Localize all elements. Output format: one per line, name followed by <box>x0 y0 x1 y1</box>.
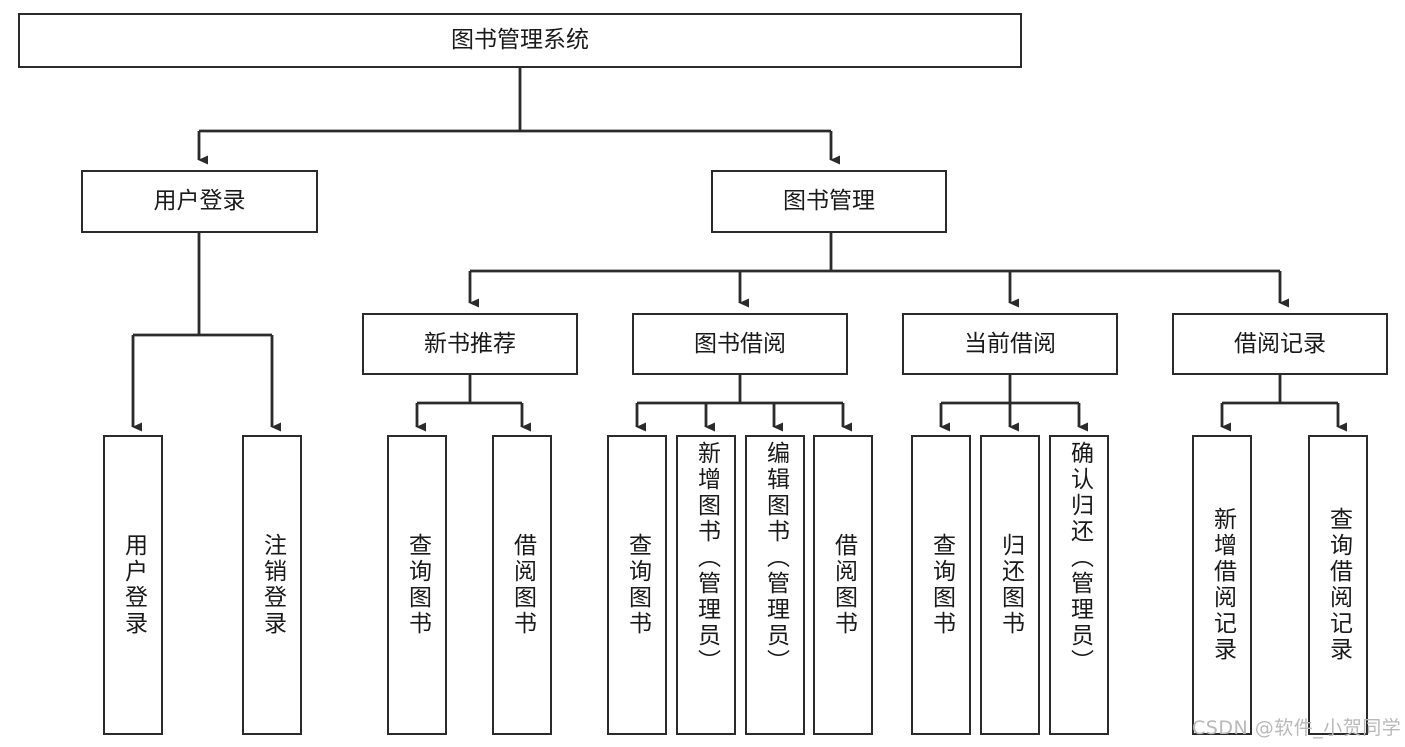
node-leaf-user-login-label: 用户登录 <box>120 533 147 637</box>
edges-book-borrow-to-leaves <box>635 375 852 432</box>
node-leaf-query-book-2-label: 查询图书 <box>624 533 651 637</box>
node-leaf-add-book-label: 新增图书（管理员） <box>693 441 720 675</box>
node-leaf-edit-book[interactable]: 编辑图书（管理员） <box>745 435 805 735</box>
node-leaf-return-book[interactable]: 归还图书 <box>980 435 1040 735</box>
node-new-book-recommend-label: 新书推荐 <box>424 330 516 357</box>
node-borrow-record[interactable]: 借阅记录 <box>1172 313 1388 375</box>
node-leaf-query-record-label: 查询借阅记录 <box>1325 507 1352 663</box>
node-leaf-query-book-1-label: 查询图书 <box>404 533 431 637</box>
node-book-manage-label: 图书管理 <box>783 188 875 215</box>
edges-current-borrow-to-leaves <box>939 375 1088 432</box>
node-current-borrow-label: 当前借阅 <box>964 330 1056 357</box>
node-user-login-label: 用户登录 <box>153 188 246 215</box>
node-leaf-query-book-1[interactable]: 查询图书 <box>387 435 447 735</box>
node-leaf-user-logout[interactable]: 注销登录 <box>242 435 302 735</box>
node-leaf-confirm-return-label: 确认归还（管理员） <box>1066 441 1093 675</box>
node-borrow-record-label: 借阅记录 <box>1234 330 1326 357</box>
node-leaf-borrow-book-1[interactable]: 借阅图书 <box>492 435 552 735</box>
node-root[interactable]: 图书管理系统 <box>18 13 1022 68</box>
watermark-credit: CSDN @软件_小贺同学 <box>1192 717 1402 739</box>
node-leaf-add-book[interactable]: 新增图书（管理员） <box>676 435 736 735</box>
node-new-book-recommend[interactable]: 新书推荐 <box>362 313 578 375</box>
node-leaf-add-record-label: 新增借阅记录 <box>1209 507 1236 663</box>
edges-book-manage-to-level3 <box>468 233 1289 308</box>
node-leaf-borrow-book-2[interactable]: 借阅图书 <box>813 435 873 735</box>
node-leaf-query-book-3[interactable]: 查询图书 <box>911 435 971 735</box>
node-leaf-query-book-2[interactable]: 查询图书 <box>607 435 667 735</box>
edges-user-login-to-leaves <box>131 233 281 432</box>
node-current-borrow[interactable]: 当前借阅 <box>902 313 1118 375</box>
node-root-label: 图书管理系统 <box>451 27 589 54</box>
node-leaf-edit-book-label: 编辑图书（管理员） <box>762 441 789 675</box>
node-leaf-confirm-return[interactable]: 确认归还（管理员） <box>1049 435 1109 735</box>
node-leaf-borrow-book-1-label: 借阅图书 <box>509 533 536 637</box>
node-leaf-return-book-label: 归还图书 <box>997 533 1024 637</box>
edges-new-book-recommend-to-leaves <box>415 375 531 432</box>
node-user-login[interactable]: 用户登录 <box>81 170 318 233</box>
node-leaf-user-login[interactable]: 用户登录 <box>103 435 163 735</box>
node-leaf-user-logout-label: 注销登录 <box>259 533 286 637</box>
node-leaf-query-record[interactable]: 查询借阅记录 <box>1308 435 1368 735</box>
node-book-borrow-label: 图书借阅 <box>694 330 786 357</box>
node-leaf-add-record[interactable]: 新增借阅记录 <box>1192 435 1252 735</box>
edges-borrow-record-to-leaves <box>1220 375 1347 432</box>
edges-root-to-level2 <box>197 68 840 165</box>
node-leaf-query-book-3-label: 查询图书 <box>928 533 955 637</box>
node-leaf-borrow-book-2-label: 借阅图书 <box>830 533 857 637</box>
node-book-manage[interactable]: 图书管理 <box>711 170 947 233</box>
node-book-borrow[interactable]: 图书借阅 <box>632 313 848 375</box>
